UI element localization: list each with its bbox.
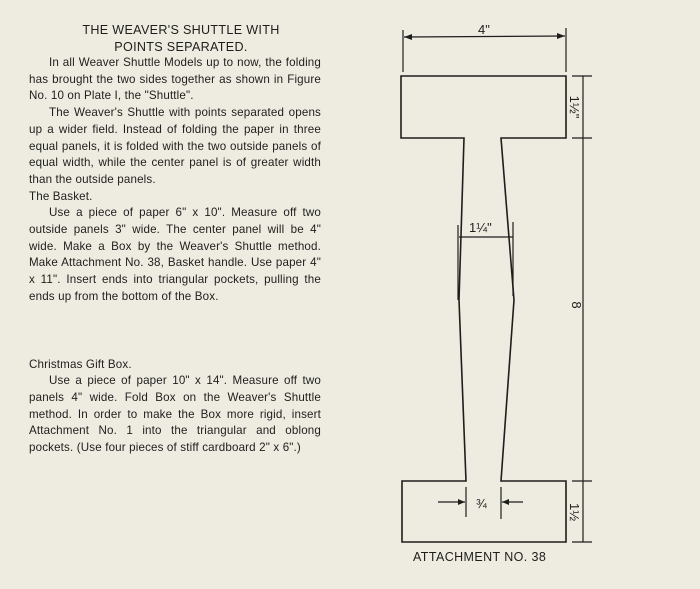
top-height-label: 1½" xyxy=(567,96,582,119)
handle-outline xyxy=(400,75,567,543)
length-label: 8 xyxy=(569,301,584,308)
gift-box-heading: Christmas Gift Box. xyxy=(29,357,132,371)
title-line-2: POINTS SEPARATED. xyxy=(114,39,248,54)
title-line-1: THE WEAVER'S SHUTTLE WITH xyxy=(82,23,280,37)
neck-width-label: ¾ xyxy=(476,496,487,511)
text-column: THE WEAVER'S SHUTTLE WITH POINTS SEPARAT… xyxy=(29,22,321,457)
basket-paragraph: Use a piece of paper 6" x 10". Measure o… xyxy=(29,206,321,303)
bottom-height-label: 1½ xyxy=(567,503,582,521)
intro-paragraph-2: The Weaver's Shuttle with points separat… xyxy=(29,106,321,186)
top-width-dimension xyxy=(403,35,566,38)
intro-paragraph-1: In all Weaver Shuttle Models up to now, … xyxy=(29,56,321,103)
diagram-caption: ATTACHMENT NO. 38 xyxy=(413,550,547,564)
basket-heading: The Basket. xyxy=(29,189,93,203)
mid-width-label: 1¼" xyxy=(469,220,492,235)
gift-box-paragraph: Use a piece of paper 10" x 14". Measure … xyxy=(29,374,321,455)
top-width-label: 4" xyxy=(478,22,490,37)
page-title: THE WEAVER'S SHUTTLE WITH POINTS SEPARAT… xyxy=(41,22,321,55)
